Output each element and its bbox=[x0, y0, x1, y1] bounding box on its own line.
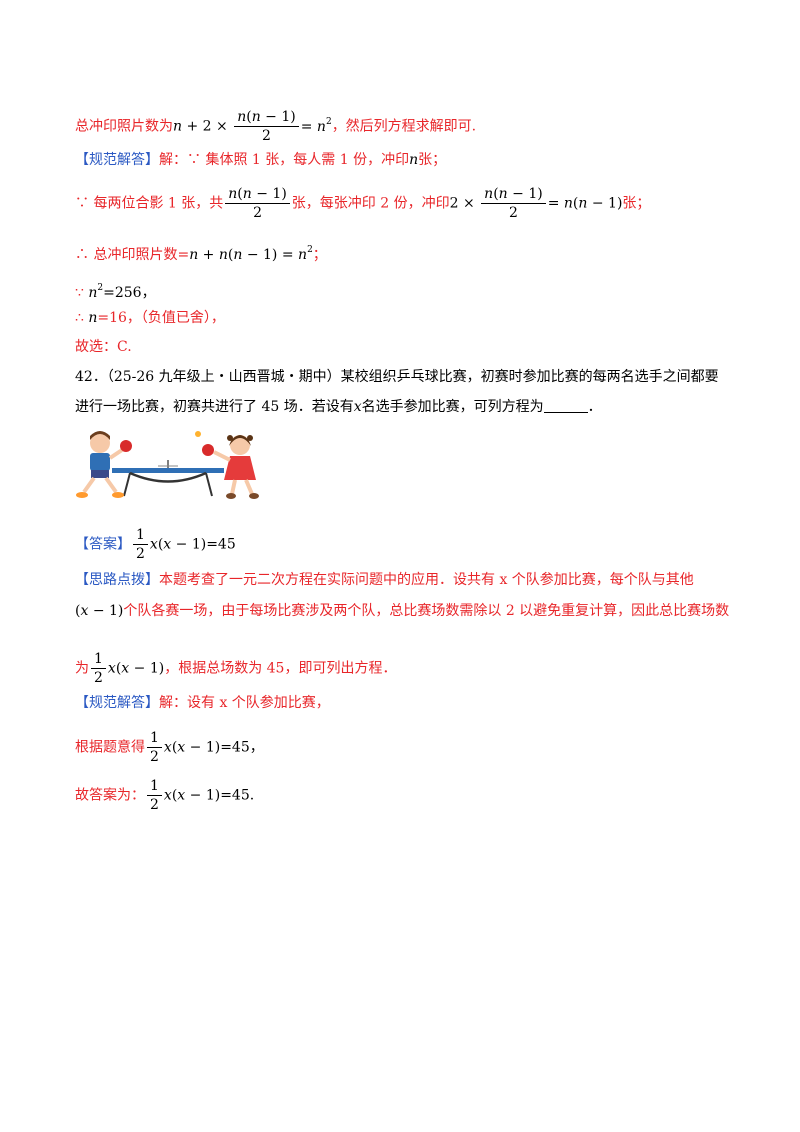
text: ，然后列方程求解即可. bbox=[331, 118, 477, 135]
answer-expr: =45 bbox=[206, 536, 236, 553]
prev-line-1: 总冲印照片数为n + 2 × n(n − 1)2= n2，然后列方程求解即可. bbox=[75, 109, 477, 144]
prev-line-2: 【规范解答】解：∵ 集体照 1 张，每人需 1 份，冲印n张； bbox=[75, 152, 447, 168]
solution-line-1: 【规范解答】解：设有 x 个队参加比赛， bbox=[75, 693, 330, 713]
solution-tag: 【规范解答】 bbox=[75, 695, 159, 711]
text: ∴ 总冲印照片数= bbox=[75, 247, 190, 263]
hint-line-1: 【思路点拨】本题考查了一元二次方程在实际问题中的应用．设共有 x 个队参加比赛，… bbox=[75, 570, 694, 590]
solution-text: =45， bbox=[220, 739, 264, 756]
text: ∵ bbox=[75, 285, 89, 301]
text: 解：∵ 集体照 1 张，每人需 1 份，冲印 bbox=[159, 152, 410, 168]
prev-line-7: 故选：C. bbox=[75, 339, 132, 355]
answer-tag: 【答案】 bbox=[75, 536, 131, 553]
text: =16，（负值已舍）， bbox=[97, 310, 225, 326]
question-source: （25-26 九年级上・山西晋城・期中） bbox=[106, 369, 341, 385]
hint-text: 本题考查了一元二次方程在实际问题中的应用．设共有 x 个队参加比赛，每个队与其他 bbox=[159, 572, 694, 588]
tag: 【规范解答】 bbox=[75, 152, 159, 168]
hint-text: 为 bbox=[75, 660, 89, 677]
question-number: 42． bbox=[75, 369, 107, 385]
answer-blank bbox=[543, 398, 588, 413]
text: 张，每张冲印 2 份，冲印 bbox=[291, 195, 450, 212]
prev-line-6: ∴ n=16，（负值已舍）， bbox=[75, 310, 225, 326]
solution-text: 故答案为： bbox=[75, 787, 145, 804]
ping-pong-illustration bbox=[76, 431, 259, 499]
question-line-1: 42．（25-26 九年级上・山西晋城・期中）某校组织乒乓球比赛，初赛时参加比赛… bbox=[75, 367, 719, 387]
text: =256， bbox=[103, 285, 156, 301]
boy-head bbox=[90, 433, 110, 453]
ball bbox=[195, 431, 201, 437]
solution-text: 根据题意得 bbox=[75, 739, 145, 756]
question-text: 某校组织乒乓球比赛，初赛时参加比赛的每两名选手之间都要 bbox=[340, 369, 719, 385]
text: 总冲印照片数为 bbox=[75, 118, 173, 135]
hint-line-2: (x − 1)个队各赛一场，由于每场比赛涉及两个队，总比赛场数需除以 2 以避免… bbox=[75, 603, 730, 619]
text: ∵ 每两位合影 1 张，共 bbox=[75, 195, 224, 212]
text: ∴ bbox=[75, 310, 89, 326]
boy-shirt bbox=[90, 453, 110, 471]
girl-dress bbox=[224, 456, 256, 480]
hint-text: ，根据总场数为 45，即可列出方程． bbox=[164, 660, 397, 677]
girl-paddle bbox=[202, 444, 214, 456]
prev-line-5: ∵ n2=256， bbox=[75, 283, 156, 301]
hint-tag: 【思路点拨】 bbox=[75, 572, 159, 588]
text: ． bbox=[587, 399, 602, 415]
text: 张； bbox=[418, 152, 447, 168]
question-line-2: 进行一场比赛，初赛共进行了 45 场．若设有x名选手参加比赛，可列方程为 ． bbox=[75, 397, 602, 417]
question-text: 名选手参加比赛，可列方程为 bbox=[361, 399, 544, 415]
solution-text: =45. bbox=[220, 787, 255, 804]
prev-line-4: ∴ 总冲印照片数=n + n(n − 1) = n2； bbox=[75, 245, 327, 263]
question-text: 进行一场比赛，初赛共进行了 45 场．若设有 bbox=[75, 399, 354, 415]
variable: x bbox=[353, 399, 362, 415]
solution-text: 解：设有 x 个队参加比赛， bbox=[159, 695, 330, 711]
girl-head bbox=[230, 435, 250, 455]
boy-paddle bbox=[120, 440, 132, 452]
hint-text: 个队各赛一场，由于每场比赛涉及两个队，总比赛场数需除以 2 以避免重复计算，因此… bbox=[123, 603, 730, 619]
text: 张； bbox=[622, 195, 651, 212]
table-top bbox=[112, 468, 224, 473]
